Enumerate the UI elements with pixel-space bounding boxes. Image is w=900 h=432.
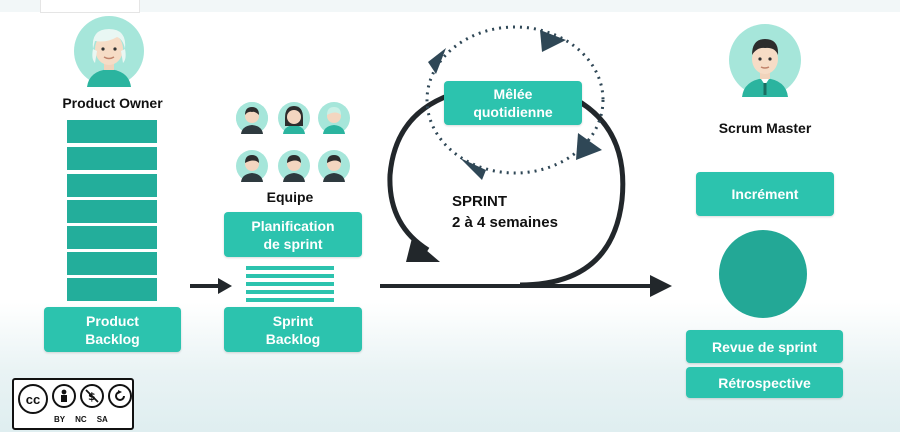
team-avatars [236, 100, 352, 186]
backlog-item [67, 278, 157, 301]
daily-scrum-line2: quotidienne [473, 104, 553, 120]
sprint-backlog-item [246, 266, 334, 270]
loop-arrow-head-icon [406, 238, 440, 262]
sprint-backlog-item [246, 274, 334, 278]
top-bar [0, 0, 900, 12]
top-tab [40, 0, 140, 13]
backlog-item [67, 200, 157, 223]
cc-sa-label: SA [96, 415, 108, 424]
cycle-arrow-head-icon [428, 48, 446, 74]
product-backlog-line2: Backlog [85, 330, 140, 347]
cc-nc-label: NC [75, 415, 87, 424]
sprint-backlog-line2: Backlog [265, 330, 321, 347]
cycle-arrow-head-icon [540, 30, 566, 52]
product-owner-avatar [73, 15, 145, 92]
daily-scrum-box: Mêlée quotidienne [444, 81, 582, 125]
arrow-head-icon [218, 278, 232, 294]
team-label: Equipe [266, 189, 314, 205]
retrospective-box: Rétrospective [686, 367, 843, 398]
daily-scrum-line1: Mêlée [493, 86, 533, 102]
sprint-planning-line1: Planification [251, 217, 335, 234]
sprint-title: SPRINT [452, 193, 508, 210]
sprint-backlog-box: Sprint Backlog [224, 307, 362, 352]
product-backlog-line1: Product [86, 312, 139, 329]
cc-by-label: BY [54, 415, 66, 424]
sprint-backlog-item [246, 298, 334, 302]
scrum-master-avatar [728, 23, 802, 102]
sprint-duration: 2 à 4 semaines [452, 214, 558, 231]
daily-cycle-circle [425, 25, 605, 175]
sprint-backlog-item [246, 290, 334, 294]
product-backlog-box: Product Backlog [44, 307, 181, 352]
cc-license-badge: cc $ BY NC SA [12, 378, 134, 430]
share-alike-icon [108, 384, 132, 408]
sprint-planning-box: Planification de sprint [224, 212, 362, 257]
sprint-backlog-item [246, 282, 334, 286]
backlog-item [67, 174, 157, 197]
main-arrow-head-icon [650, 275, 672, 297]
sprint-backlog-line1: Sprint [272, 312, 314, 329]
backlog-item [67, 226, 157, 249]
sprint-planning-line2: de sprint [263, 235, 323, 252]
cc-icon: cc [18, 384, 48, 414]
sprint-review-box: Revue de sprint [686, 330, 843, 363]
cycle-arrow-head-icon [460, 158, 486, 180]
product-owner-label: Product Owner [62, 95, 163, 111]
backlog-item [67, 252, 157, 275]
person-icon [52, 384, 76, 408]
backlog-item [67, 147, 157, 170]
increment-box: Incrément [696, 172, 834, 216]
backlog-item [67, 120, 157, 143]
product-circle [719, 230, 807, 318]
no-dollar-icon: $ [80, 384, 104, 408]
team-members-icon [236, 102, 350, 182]
cycle-arrow-head-icon [576, 133, 602, 160]
scrum-master-label: Scrum Master [718, 120, 812, 136]
